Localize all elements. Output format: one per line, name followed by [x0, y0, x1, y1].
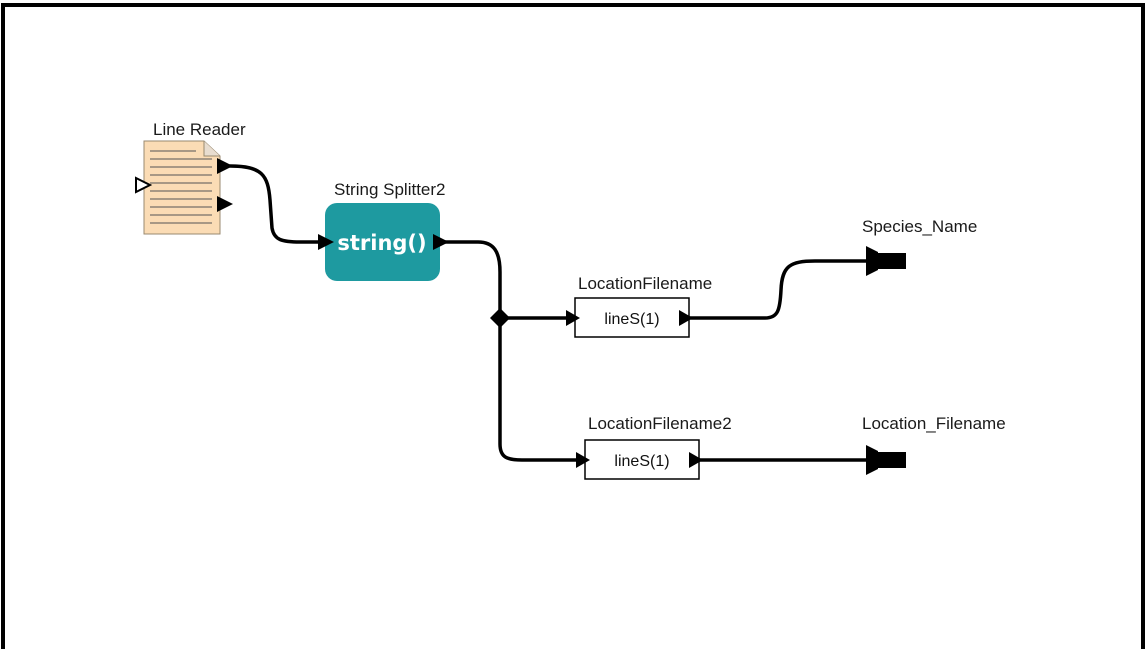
wire-junction-to-locationfilename2 — [498, 316, 578, 462]
node-location-filename2[interactable]: LocationFilename2 lineS(1) — [576, 414, 732, 480]
node-location-filename[interactable]: LocationFilename lineS(1) — [566, 274, 712, 338]
node-line-reader[interactable]: Line Reader — [135, 120, 246, 235]
wire-linereader-to-splitter — [228, 164, 322, 244]
output-port-icon — [866, 246, 906, 276]
output-port-icon[interactable] — [433, 234, 449, 250]
input-port-icon[interactable] — [135, 176, 153, 194]
node-label-location-filename-out: Location_Filename — [862, 414, 1006, 433]
output-port-icon[interactable] — [679, 310, 693, 326]
output-port-icon — [866, 445, 906, 475]
location-filename2-body: lineS(1) — [614, 453, 669, 470]
node-location-filename-output[interactable]: Location_Filename — [862, 414, 1006, 475]
splitter-body — [325, 203, 440, 281]
node-label-location-filename2: LocationFilename2 — [588, 414, 732, 433]
canvas-border — [1, 3, 1145, 649]
node-label-line-reader: Line Reader — [153, 120, 246, 139]
node-label-species-name: Species_Name — [862, 217, 977, 236]
output-port-icon[interactable] — [689, 452, 703, 468]
splitter-body-text: string() — [337, 231, 426, 255]
junction-diamond — [490, 308, 510, 328]
node-string-splitter[interactable]: String Splitter2 string() — [318, 180, 449, 281]
wire-locationfilename-to-species — [688, 259, 868, 320]
node-label-location-filename: LocationFilename — [578, 274, 712, 293]
output-port-icon[interactable] — [217, 196, 233, 212]
node-species-name-output[interactable]: Species_Name — [862, 217, 977, 276]
document-icon — [143, 140, 221, 235]
location-filename-body: lineS(1) — [604, 311, 659, 328]
output-port-icon[interactable] — [217, 158, 233, 174]
node-label-string-splitter: String Splitter2 — [334, 180, 446, 199]
input-port-icon[interactable] — [318, 234, 334, 250]
wire-splitter-to-junction — [443, 240, 502, 320]
input-port-icon[interactable] — [566, 310, 580, 326]
input-port-icon[interactable] — [576, 452, 590, 468]
